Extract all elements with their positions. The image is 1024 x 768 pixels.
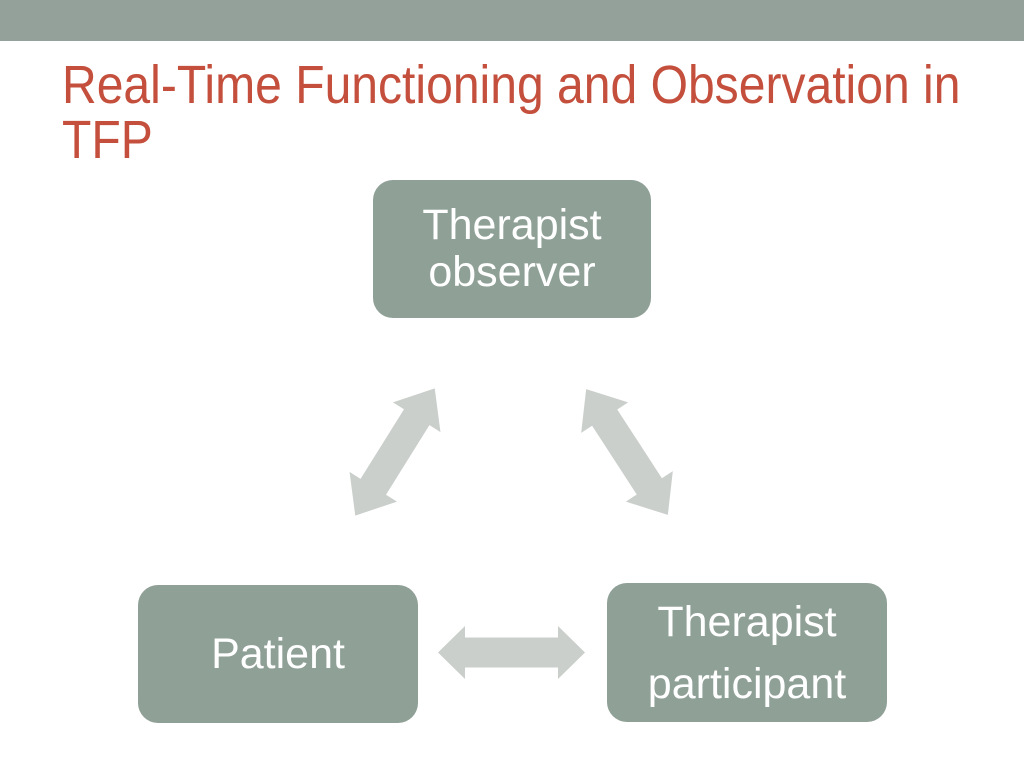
header-bar [0,0,1024,41]
page-title: Real-Time Functioning and Observation in… [62,58,960,168]
node-patient-label: Patient [211,629,345,678]
title-line-1: Real-Time Functioning and Observation in [62,55,961,115]
title-line-2: TFP [62,110,153,170]
node-therapist-participant-label-line-1: Therapist [657,597,837,646]
node-therapist-observer: Therapist observer [373,180,651,318]
double-arrow-observer-participant-icon [581,389,673,515]
node-therapist-observer-label-line-2: observer [428,248,596,296]
node-therapist-observer-label-line-1: Therapist [422,201,602,249]
double-arrow-observer-patient-icon [349,388,441,516]
node-therapist-participant-label-line-2: participant [647,659,847,708]
node-therapist-participant: Therapist participant [607,583,887,722]
node-patient: Patient [138,585,418,723]
double-arrow-patient-participant-icon [438,626,585,679]
